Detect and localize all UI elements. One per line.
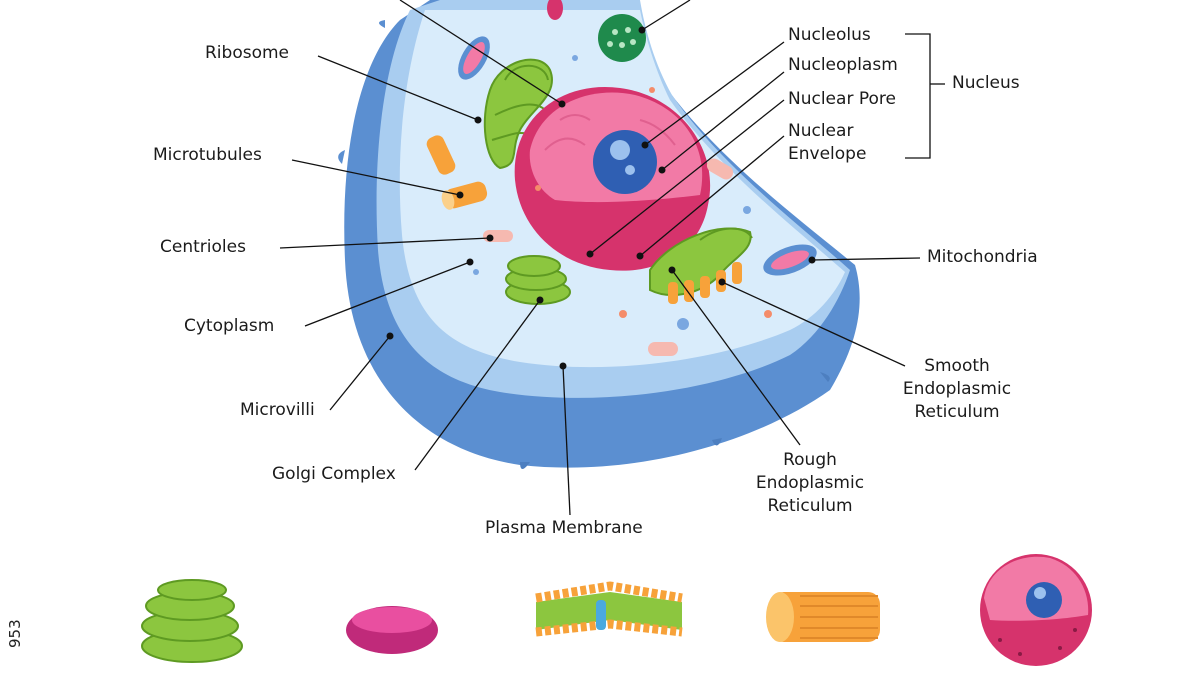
- side-code: 953: [6, 619, 24, 648]
- label-smooth-er: Smooth Endoplasmic Reticulum: [902, 356, 1012, 422]
- microtubule-shape: [426, 135, 488, 210]
- golgi-complex-shape: [505, 255, 571, 305]
- lysosome-icon: [346, 606, 438, 654]
- nucleolus-shape: [593, 130, 657, 194]
- phospholipid-bilayer-icon: [535, 581, 683, 637]
- mitochondria-top: [458, 36, 490, 80]
- label-nucleus: Nucleus: [952, 73, 1020, 93]
- endoplasmic-reticulum-shape: [649, 227, 753, 304]
- leader-lines: [279, 0, 945, 516]
- label-centrioles: Centrioles: [160, 237, 246, 257]
- leader-dots: [386, 26, 816, 370]
- label-microtubules: Microtubules: [153, 145, 262, 165]
- label-nucleolus: Nucleolus: [788, 25, 871, 45]
- nucleus-icon: [980, 554, 1092, 666]
- microtubule-icon: [766, 592, 880, 642]
- peroxisome: [598, 14, 646, 62]
- label-cytoplasm: Cytoplasm: [184, 316, 275, 336]
- label-nuclear-pore: Nuclear Pore: [788, 89, 896, 109]
- label-rough-er: Rough Endoplasmic Reticulum: [755, 450, 865, 516]
- label-nuclear-envelope: Nuclear Envelope: [788, 121, 867, 164]
- golgi-icon: [141, 579, 243, 663]
- label-nucleoplasm: Nucleoplasm: [788, 55, 898, 75]
- mitochondria-right: [763, 244, 817, 276]
- label-mitochondria: Mitochondria: [927, 247, 1038, 267]
- label-plasma-membrane: Plasma Membrane: [485, 518, 643, 538]
- label-golgi-complex: Golgi Complex: [272, 464, 396, 484]
- label-ribosome: Ribosome: [205, 43, 290, 63]
- label-microvilli: Microvilli: [240, 400, 315, 420]
